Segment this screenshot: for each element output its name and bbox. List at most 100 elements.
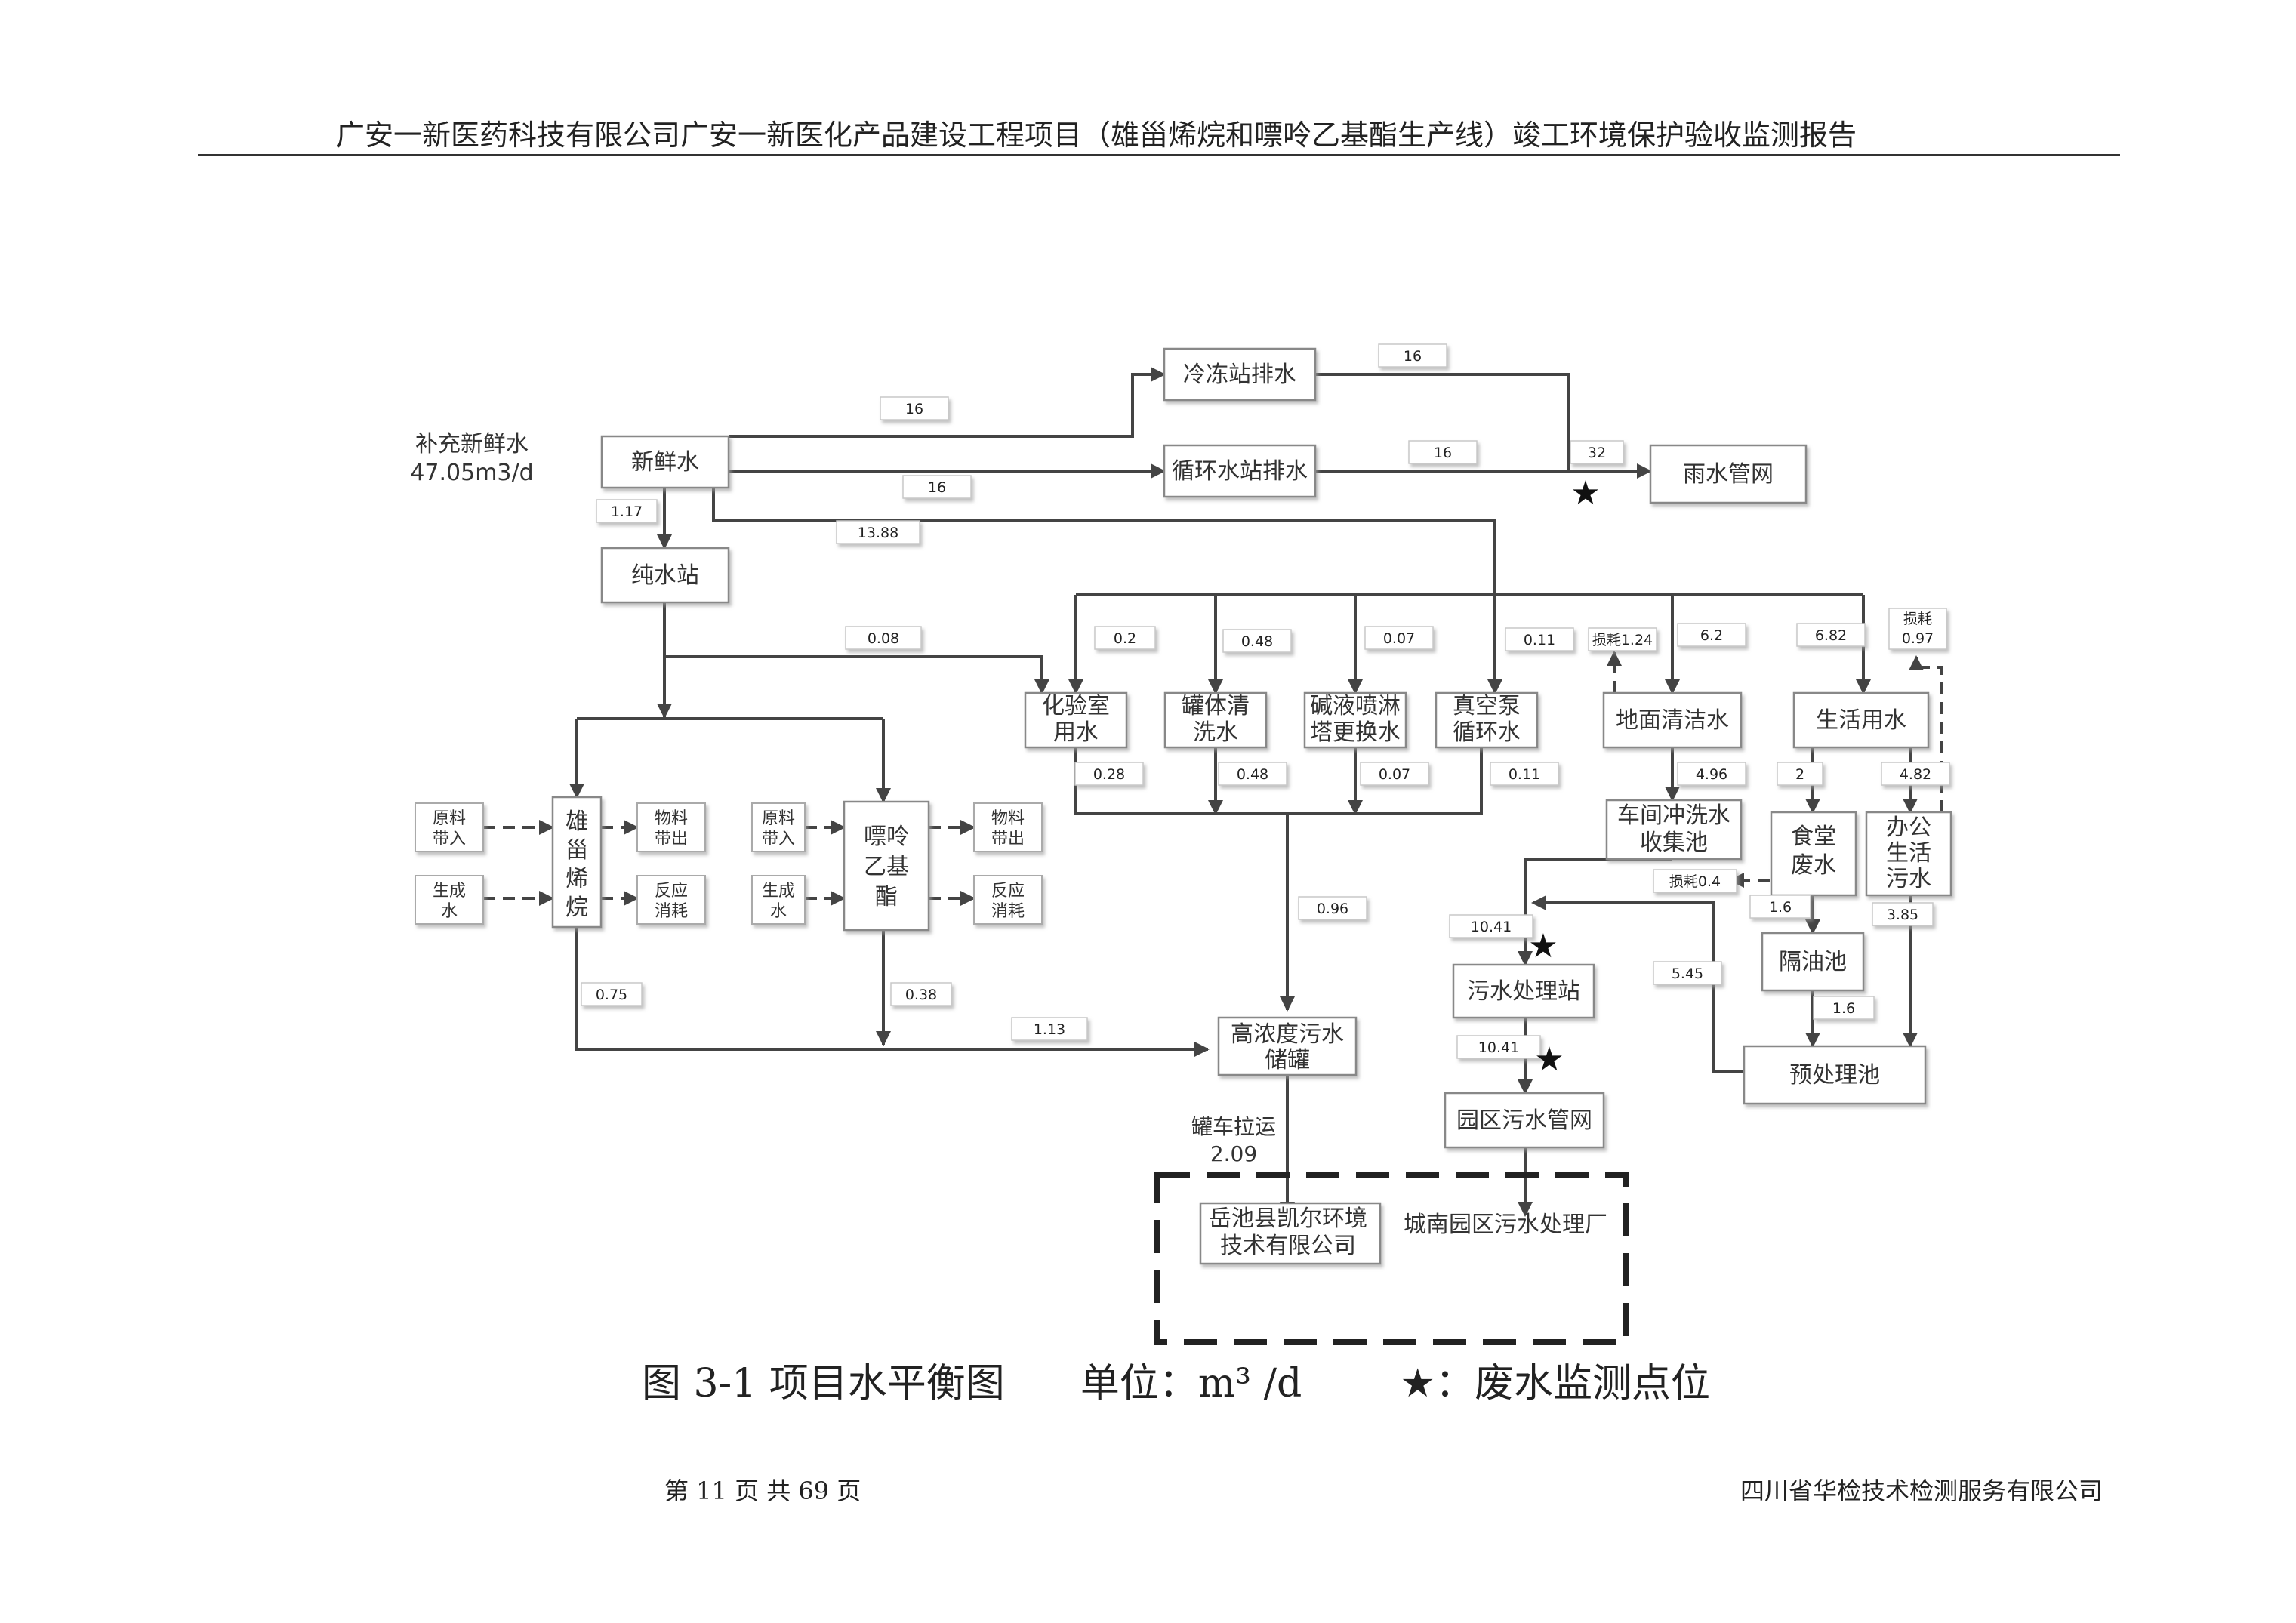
node-workshop-line2: 收集池	[1640, 830, 1708, 856]
flow-lab-out: 0.28	[1093, 766, 1125, 783]
node-pure-water: 纯水站	[631, 562, 699, 589]
header-divider	[198, 154, 2120, 156]
side-mat-out-2a: 物料	[991, 809, 1025, 828]
flow-pretreat-out: 5.45	[1672, 965, 1703, 982]
node-source-value: 47.05m3/d	[410, 460, 533, 486]
footer-organization: 四川省华检技术检测服务有限公司	[1740, 1477, 2103, 1505]
monitoring-star-station-in: ★	[1528, 927, 1558, 965]
side-mat-out-1b: 带出	[655, 830, 688, 848]
caption-unit: 单位：m³ /d	[1080, 1361, 1302, 1406]
flow-to-circulating: 16	[928, 479, 946, 496]
flow-tank-in: 0.48	[1241, 633, 1273, 650]
node-rain-network: 雨水管网	[1683, 461, 1774, 488]
flow-canteen-loss: 损耗0.4	[1669, 873, 1721, 890]
node-yuechi-line2: 技术有限公司	[1220, 1233, 1356, 1259]
side-mat-out-1a: 物料	[655, 809, 688, 828]
flow-office-to-pretreat: 3.85	[1887, 907, 1918, 923]
flow-floor-in: 6.2	[1700, 627, 1723, 644]
node-workshop-line1: 车间冲洗水	[1617, 802, 1730, 829]
node-xiongzi-3: 烯	[566, 866, 588, 892]
node-xiongzi-4: 烷	[566, 895, 588, 921]
node-lab-line2: 用水	[1053, 719, 1099, 746]
flow-tank-out: 0.48	[1237, 766, 1268, 783]
node-alkali-line2: 塔更换水	[1310, 719, 1401, 746]
flow-to-station: 10.41	[1471, 919, 1512, 935]
flow-domestic-loss: 0.97	[1902, 630, 1934, 647]
side-mat-out-2b: 带出	[991, 830, 1025, 848]
node-lab-line1: 化验室	[1042, 693, 1110, 719]
side-gen-water-1a: 生成	[433, 882, 466, 901]
node-tank-line1: 罐体清	[1182, 693, 1250, 719]
flow-office-in: 4.82	[1900, 766, 1931, 783]
node-piaoling-1: 嘌呤	[864, 824, 909, 850]
node-alkali-line1: 碱液喷淋	[1310, 693, 1401, 719]
node-piaoling-2: 乙基	[864, 854, 909, 880]
node-canteen-line1: 食堂	[1791, 824, 1836, 850]
flow-xiongzi-out: 0.75	[596, 987, 627, 1003]
node-tank-line2: 洗水	[1193, 719, 1238, 746]
node-hi-conc-line2: 储罐	[1265, 1047, 1310, 1073]
flow-lab-in: 0.2	[1114, 630, 1136, 647]
node-chengnan: 城南园区污水处理厂	[1404, 1212, 1607, 1238]
flow-domestic-loss-label: 损耗	[1903, 611, 1932, 627]
flow-alkali-out: 0.07	[1379, 766, 1410, 783]
node-park-network: 园区污水管网	[1456, 1107, 1592, 1134]
node-fresh-water: 新鲜水	[631, 449, 699, 476]
node-freezer-drain: 冷冻站排水	[1183, 362, 1296, 388]
node-xiongzi-2: 甾	[566, 837, 588, 864]
node-office-line3: 污水	[1886, 866, 1931, 892]
flow-pure-to-lab: 0.08	[868, 630, 899, 647]
flow-to-users: 13.88	[858, 525, 898, 541]
flow-to-freezer: 16	[905, 401, 923, 417]
node-yuechi-line1: 岳池县凯尔环境	[1209, 1206, 1367, 1232]
flow-floor-out: 4.96	[1696, 766, 1727, 783]
page-number: 第 11 页 共 69 页	[664, 1477, 861, 1505]
flow-trap-to-pretreat: 1.6	[1832, 1000, 1855, 1017]
side-react-2a: 反应	[991, 882, 1025, 901]
node-piaoling-3: 酯	[875, 884, 898, 910]
node-vacuum-line1: 真空泵	[1453, 693, 1521, 719]
flow-canteen-to-trap: 1.6	[1769, 899, 1792, 916]
flow-piaoling-out: 0.38	[905, 987, 937, 1003]
monitoring-star-rain: ★	[1570, 474, 1600, 513]
flow-circulating-out: 16	[1434, 445, 1452, 461]
node-vacuum-line2: 循环水	[1453, 719, 1521, 746]
side-react-1a: 反应	[655, 882, 688, 901]
node-grease-trap: 隔油池	[1779, 949, 1847, 975]
node-domestic: 生活用水	[1816, 707, 1906, 734]
truck-value: 2.09	[1210, 1141, 1257, 1166]
flow-to-pure: 1.17	[611, 504, 643, 520]
node-source-label: 补充新鲜水	[415, 431, 529, 457]
caption-star-icon: ★	[1400, 1361, 1435, 1406]
node-hi-conc-line1: 高浓度污水	[1231, 1021, 1344, 1048]
flow-station-out: 10.41	[1478, 1039, 1519, 1056]
node-office-line1: 办公	[1886, 815, 1931, 841]
flow-alkali-in: 0.07	[1383, 630, 1415, 647]
flow-freezer-out: 16	[1404, 348, 1422, 365]
flow-combined-lab: 0.96	[1317, 901, 1348, 917]
side-raw-in-1a: 原料	[433, 809, 466, 828]
flow-domestic-in: 6.82	[1815, 627, 1847, 644]
caption-legend: ：废水监测点位	[1435, 1361, 1710, 1406]
receiving-region-border	[1154, 1172, 1629, 1345]
node-floor-clean: 地面清洁水	[1616, 707, 1729, 734]
side-gen-water-1b: 水	[441, 902, 458, 921]
node-xiongzi-1: 雄	[566, 808, 588, 835]
node-circulating-drain: 循环水站排水	[1172, 458, 1308, 485]
side-raw-in-1b: 带入	[433, 830, 466, 848]
node-pretreat: 预处理池	[1789, 1062, 1880, 1089]
side-gen-water-2b: 水	[770, 902, 787, 921]
side-raw-in-2a: 原料	[762, 809, 795, 828]
side-raw-in-2b: 带入	[762, 830, 795, 848]
flow-canteen-in: 2	[1795, 766, 1804, 783]
page-header-title: 广安一新医药科技有限公司广安一新医化产品建设工程项目（雄甾烯烷和嘌呤乙基酯生产线…	[335, 119, 1857, 152]
node-office-line2: 生活	[1886, 840, 1931, 867]
flow-vacuum-in: 0.11	[1524, 632, 1555, 648]
figure-caption: 图 3-1 项目水平衡图单位：m³ /d★：废水监测点位	[642, 1351, 1710, 1408]
flow-vacuum-out: 0.11	[1509, 766, 1540, 783]
truck-label: 罐车拉运	[1191, 1114, 1276, 1139]
flow-floor-loss: 损耗1.24	[1592, 632, 1653, 648]
flow-rain-total: 32	[1588, 445, 1606, 461]
node-sewage-station: 污水处理站	[1467, 978, 1580, 1005]
